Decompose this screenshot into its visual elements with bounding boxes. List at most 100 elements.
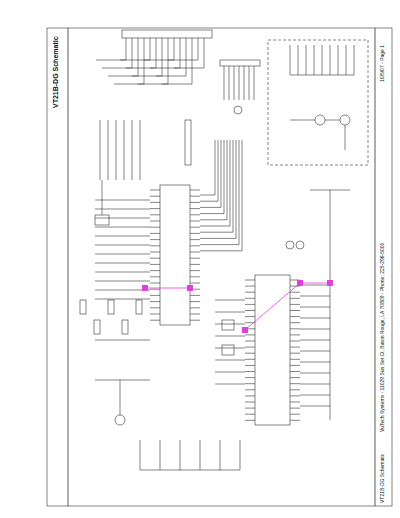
wire (298, 45, 299, 75)
wire (190, 283, 200, 284)
wire (290, 371, 300, 372)
wire (245, 383, 255, 384)
wire (236, 140, 237, 238)
wire (322, 45, 323, 75)
wire (239, 140, 240, 245)
wire (200, 238, 236, 239)
sheet-title: VT21B-DG Schematic (52, 36, 59, 108)
wire (245, 395, 255, 396)
wire (310, 190, 350, 191)
connector (220, 60, 260, 66)
component (222, 345, 234, 355)
wire (300, 395, 330, 396)
wire (190, 202, 200, 203)
wire (116, 120, 117, 180)
wire (240, 440, 241, 470)
wire (150, 289, 160, 290)
wire (290, 322, 300, 323)
connector (122, 30, 212, 38)
wire (200, 244, 239, 245)
wire (190, 221, 200, 222)
wire (290, 359, 300, 360)
wire (150, 270, 160, 271)
wire (132, 38, 133, 68)
wire (95, 218, 150, 219)
wire (306, 45, 307, 75)
wire (290, 304, 300, 305)
wire (230, 140, 231, 226)
wire (156, 76, 186, 77)
wire (150, 214, 160, 215)
wire (95, 209, 150, 210)
wire (95, 245, 150, 246)
wire (215, 372, 245, 373)
wire (150, 196, 160, 197)
footer-text: VuTech Systems - 11029 Sun Set Ct. Baton… (380, 243, 385, 432)
wire (150, 208, 160, 209)
wire (190, 314, 200, 315)
wire (290, 310, 300, 311)
wire (95, 272, 150, 273)
wire (290, 414, 300, 415)
wire (215, 384, 245, 385)
wire (215, 140, 216, 195)
wire (200, 207, 221, 208)
wire (245, 389, 255, 390)
wire (168, 38, 169, 84)
wire (162, 84, 192, 85)
wire (290, 75, 354, 76)
wire (325, 120, 340, 121)
led-symbol (296, 241, 304, 249)
wire (150, 221, 160, 222)
wire (300, 340, 330, 341)
wire (290, 420, 300, 421)
wire (215, 348, 245, 349)
wire (245, 286, 255, 287)
wire (290, 347, 300, 348)
wire (300, 329, 330, 330)
wire (192, 38, 193, 84)
wire (190, 307, 200, 308)
wire (354, 45, 355, 75)
wire (224, 66, 225, 100)
wire (150, 320, 160, 321)
ic-package (160, 185, 190, 325)
wire (140, 120, 141, 180)
wire (218, 140, 219, 201)
wire (245, 371, 255, 372)
wire (290, 408, 300, 409)
wire (245, 292, 255, 293)
wire (95, 281, 150, 282)
resistor-symbol (136, 300, 142, 314)
wire (300, 318, 330, 319)
resistor-symbol (108, 300, 114, 314)
wire (233, 140, 234, 232)
wire (95, 236, 150, 237)
wire (290, 377, 300, 378)
wire (215, 360, 245, 361)
wire (150, 202, 160, 203)
wire (174, 68, 204, 69)
wire (300, 351, 330, 352)
wire (204, 38, 205, 68)
wire (150, 283, 160, 284)
wire (290, 298, 300, 299)
wire (200, 226, 230, 227)
transistor-symbol (234, 106, 242, 114)
wire (156, 38, 157, 68)
wire (290, 365, 300, 366)
wire (150, 258, 160, 259)
wire (190, 295, 200, 296)
wire (140, 470, 240, 471)
wire (190, 190, 200, 191)
wire (300, 296, 330, 297)
wire (190, 239, 200, 240)
wire (150, 227, 160, 228)
wire (200, 213, 224, 214)
wire (245, 414, 255, 415)
wire (290, 383, 300, 384)
wire (300, 362, 330, 363)
wire (150, 301, 160, 302)
page-frame (47, 28, 392, 506)
